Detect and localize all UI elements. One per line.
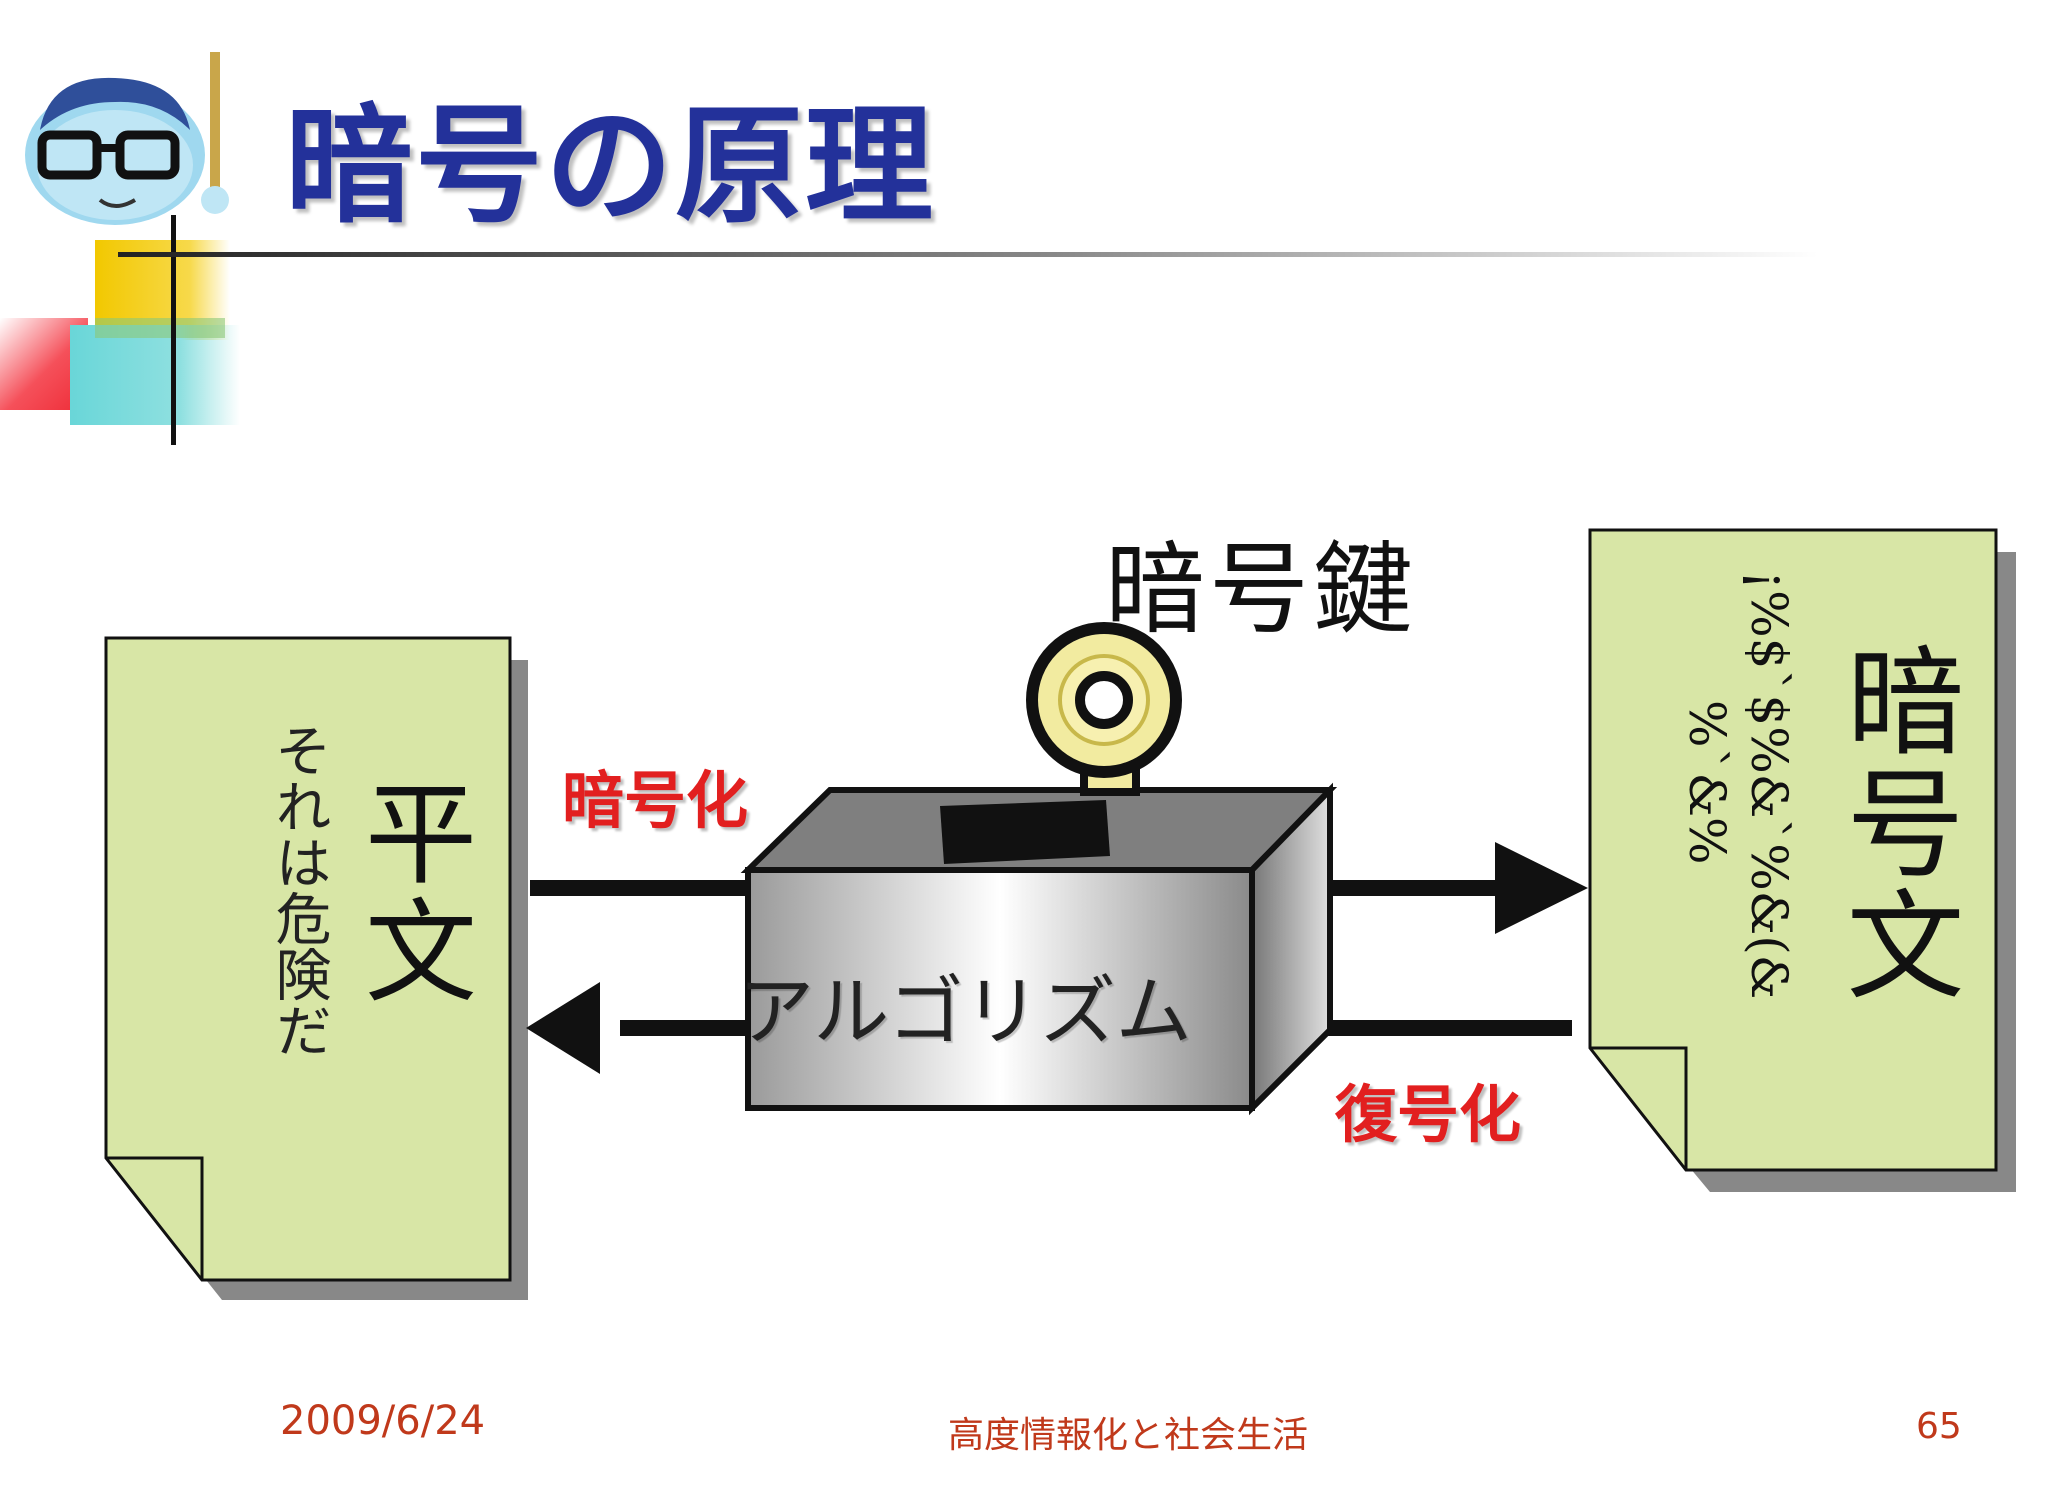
teacher-logo-icon [10, 40, 240, 230]
ciphertext-title: 暗号文 [1826, 640, 1964, 1006]
footer-course: 高度情報化と社会生活 [948, 1415, 1309, 1456]
decor-cyan-square [70, 325, 240, 425]
decor-vertical-line [171, 215, 176, 445]
footer-date: 2009/6/24 [280, 1398, 486, 1444]
plaintext-document-shape [104, 636, 528, 1300]
key-icon [1026, 622, 1182, 796]
plaintext-content: それは危険だ [266, 722, 331, 1058]
key-label: 暗号鍵 [1105, 531, 1417, 648]
decrypt-label: 復号化 [1335, 1078, 1522, 1151]
decor-green-band [95, 318, 225, 338]
encrypt-label: 暗号化 [562, 764, 749, 837]
algorithm-box-shape [740, 782, 1338, 1116]
algorithm-label: アルゴリズム [738, 967, 1192, 1056]
plaintext-title: 平文 [346, 775, 476, 1011]
decor-horizontal-line [118, 252, 1818, 257]
ciphertext-content-line1: ¡%$`$%&`%&(& [1740, 570, 1798, 1000]
ciphertext-content-line2: %`&% [1678, 700, 1736, 865]
footer-page-number: 65 [1916, 1406, 1962, 1447]
ciphertext-document-shape [1588, 528, 2016, 1192]
slide-title: 暗号の原理 [285, 92, 936, 241]
